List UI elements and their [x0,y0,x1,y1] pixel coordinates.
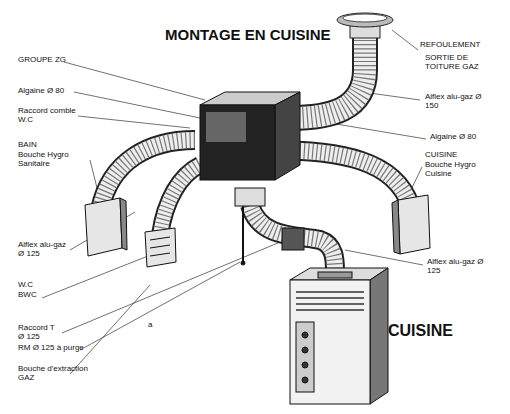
callout-label: Raccord T Ø 125 [18,323,63,341]
roof-outlet [337,13,393,38]
callout-label: Bouche Hygro Cuisine [425,160,495,178]
callout-label: SORTIE DE TOITURE GAZ [425,53,495,71]
callout-label: BAIN [18,140,37,149]
wc-duct [160,165,200,235]
roof-duct [290,38,365,118]
callout-label: a [148,320,152,329]
callout-label: Algaine Ø 80 [18,86,64,95]
callout-label: Bouche Hygro Sanitaire [18,150,88,168]
callout-label: Algaine Ø 80 [430,132,476,141]
callout-label: RM Ø 125 à purge [18,343,88,352]
flexible-ducts [100,38,410,272]
callout-label: REFOULEMENT [420,40,480,49]
callout-label: Alflex alu-gaz Ø 125 [427,257,487,275]
callout-label: Alflex alu-gaz Ø 150 [425,92,485,110]
diagram-title: MONTAGE EN CUISINE [165,26,331,43]
callout-label: BWC [18,290,37,299]
callout-label: W.C [18,280,33,289]
sanitary-grille [85,198,127,256]
callout-label: GROUPE ZG [18,55,66,64]
callout-label: Raccord comble W.C [18,106,80,124]
wc-grille [145,228,176,267]
callout-label: CUISINE [425,150,457,159]
tee-fitting [282,228,304,250]
kitchen-grille [392,195,430,254]
callout-label: Alflex alu-gaz Ø 125 [18,240,73,258]
gas-water-heater [290,268,388,404]
callout-label: Bouche d'extraction GAZ [18,364,88,382]
callout-label: CUISINE [388,322,453,340]
gas-duct [250,205,335,272]
